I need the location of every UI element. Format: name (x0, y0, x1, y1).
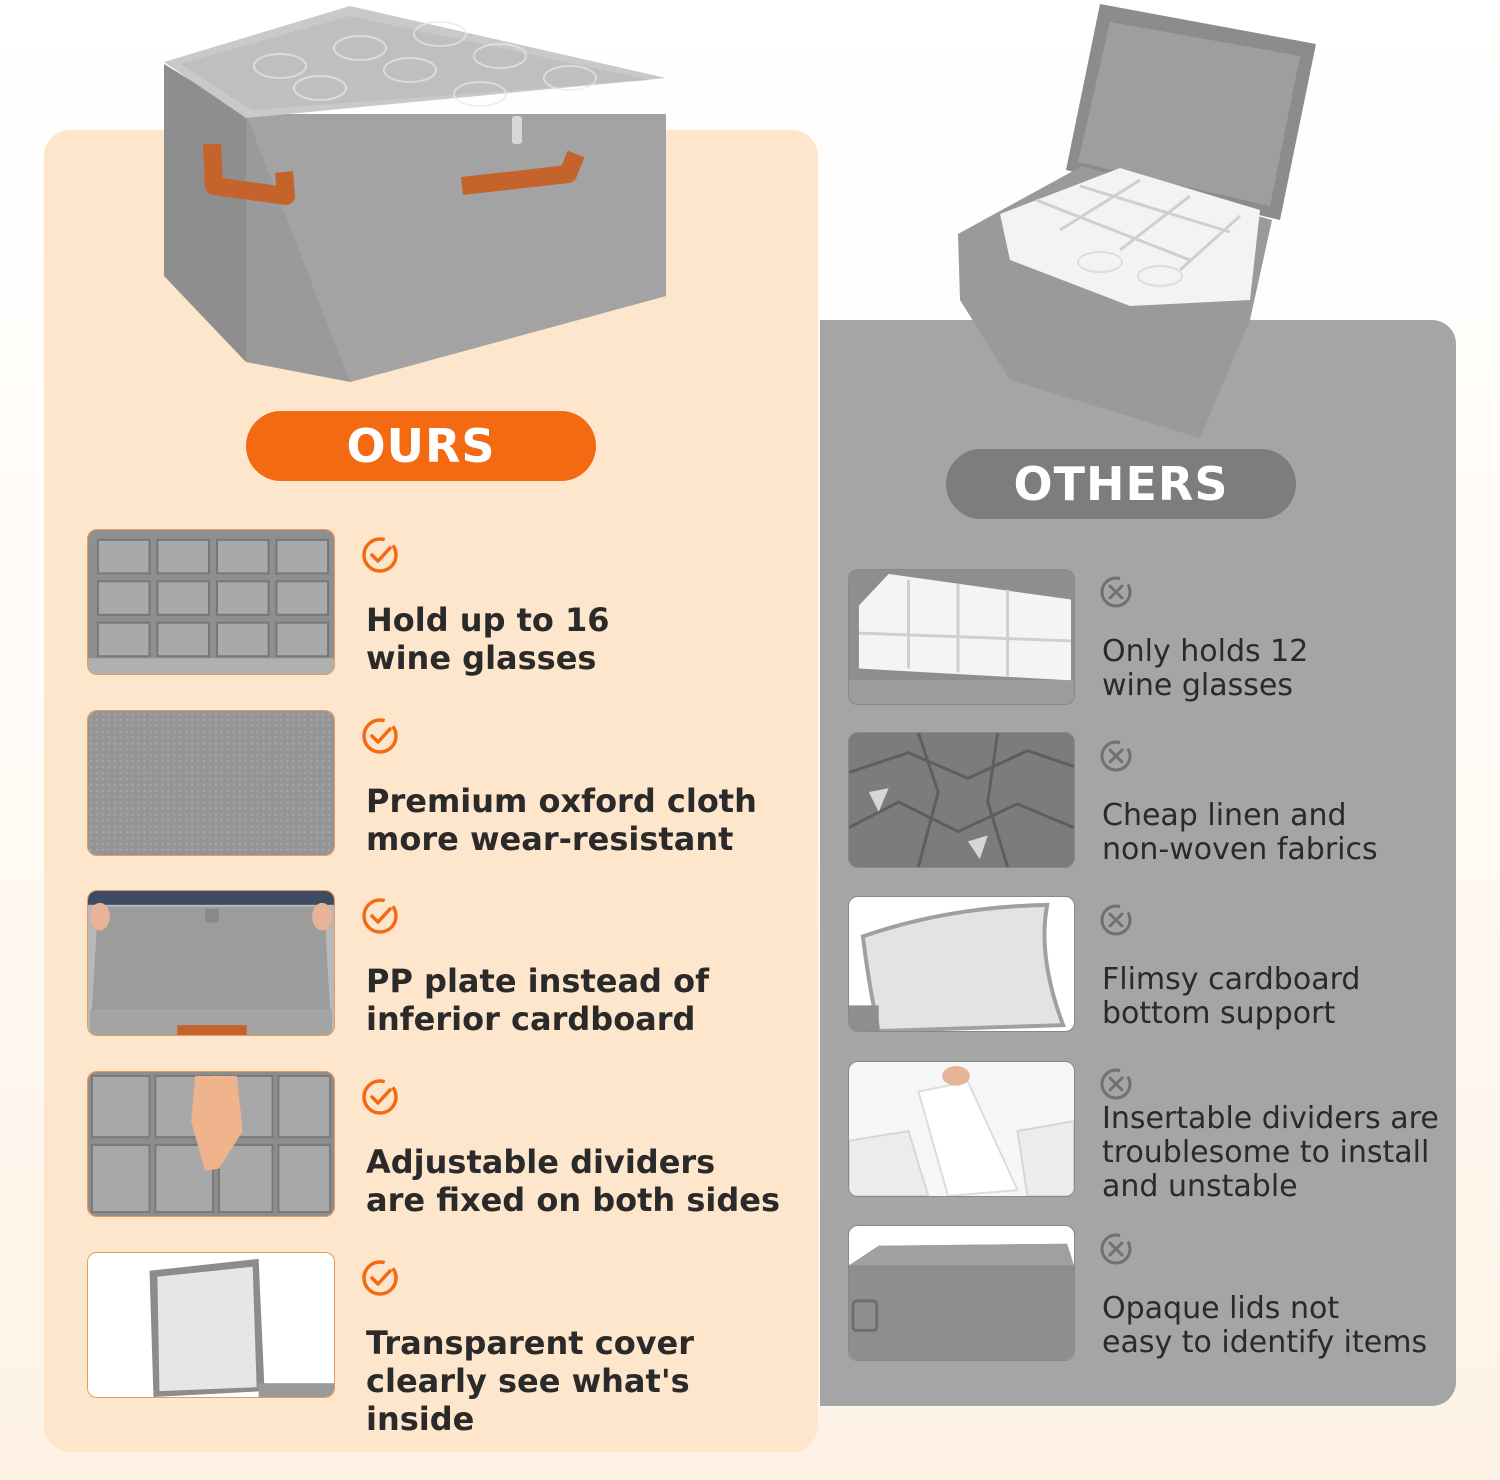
others-product-image (950, 0, 1320, 440)
x-circle-icon (1098, 738, 1134, 774)
ours-feature-text: Transparent cover clearly see what's ins… (366, 1324, 695, 1438)
others-feature-image-opaque-lid (848, 1225, 1075, 1361)
ours-feature-image-dividers (87, 1071, 335, 1217)
ours-feature-text: Hold up to 16 wine glasses (366, 601, 610, 677)
check-circle-icon (360, 1258, 400, 1298)
ours-label: OURS (246, 411, 596, 481)
ours-feature-text: PP plate instead of inferior cardboard (366, 962, 709, 1038)
others-feature-text: Flimsy cardboard bottom support (1102, 962, 1361, 1031)
check-circle-icon (360, 535, 400, 575)
others-feature-text: Opaque lids not easy to identify items (1102, 1291, 1428, 1360)
others-feature-image-12-glasses (848, 569, 1075, 705)
check-circle-icon (360, 716, 400, 756)
x-circle-icon (1098, 574, 1134, 610)
others-feature-image-cardboard-bottom (848, 896, 1075, 1032)
check-circle-icon (360, 896, 400, 936)
x-circle-icon (1098, 1066, 1134, 1102)
x-circle-icon (1098, 1231, 1134, 1267)
x-circle-icon (1098, 902, 1134, 938)
ours-feature-image-transparent-cover (87, 1252, 335, 1398)
others-feature-text: Only holds 12 wine glasses (1102, 634, 1309, 703)
others-feature-image-cheap-fabric (848, 732, 1075, 868)
ours-feature-text: Premium oxford cloth more wear-resistant (366, 782, 757, 858)
ours-product-image (160, 4, 670, 384)
ours-feature-text: Adjustable dividers are fixed on both si… (366, 1143, 781, 1219)
others-label: OTHERS (946, 449, 1296, 519)
others-feature-text: Insertable dividers are troublesome to i… (1102, 1101, 1439, 1204)
ours-feature-image-oxford-cloth (87, 710, 335, 856)
ours-feature-image-16-glasses (87, 529, 335, 675)
others-feature-image-insertable-dividers (848, 1061, 1075, 1197)
others-feature-text: Cheap linen and non-woven fabrics (1102, 798, 1378, 867)
ours-feature-image-pp-plate (87, 890, 335, 1036)
check-circle-icon (360, 1077, 400, 1117)
